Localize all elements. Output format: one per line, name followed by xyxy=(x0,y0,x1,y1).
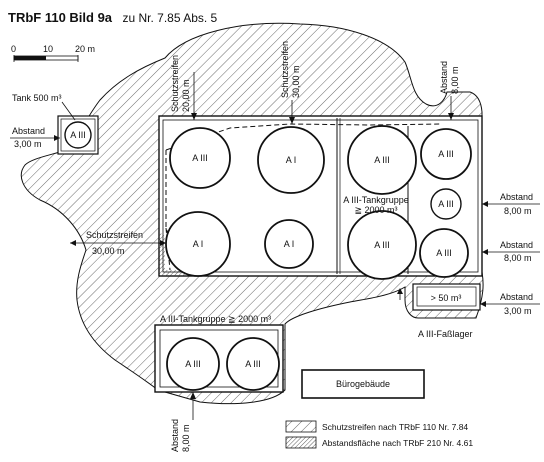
tank-a3-fr-top: A III xyxy=(420,128,472,180)
tank-a3-tl-circle xyxy=(169,127,231,189)
abstand-left-label: Abstand xyxy=(12,126,45,136)
tank-a3-fr-top-circle xyxy=(420,128,472,180)
abstand-left-value: 3,00 m xyxy=(14,139,42,149)
abstand-top-right-label: Abstand xyxy=(439,61,449,94)
tank-a3-r-top: A III xyxy=(347,125,417,195)
tank-a3-b2-label: A III xyxy=(245,359,261,369)
tank-a1-bl-circle xyxy=(165,211,231,277)
tank-a3-b1: A III xyxy=(166,337,220,391)
page-title: TRbF 110 Bild 9a zu Nr. 7.85 Abs. 5 xyxy=(8,9,218,26)
fasslager-label: A III-Faßlager xyxy=(418,329,473,339)
abstand-r1-value: 8,00 m xyxy=(504,206,532,216)
tank-a1-top-circle xyxy=(257,126,325,194)
tank-a1-bl-label: A I xyxy=(193,239,204,249)
abstand-r3-value: 3,00 m xyxy=(504,306,532,316)
tank-a3-fr-bot: A III xyxy=(419,228,469,278)
tank-a3-fr-bot-label: A III xyxy=(436,248,452,258)
tank-a1-small: A I xyxy=(264,219,314,269)
tank-a3-b1-label: A III xyxy=(185,359,201,369)
abstand-r2-label: Abstand xyxy=(500,240,533,250)
schutz-30-top-label: Schutzstreifen xyxy=(280,41,290,98)
tanks-layer: A III A III A I A I A I A III A III A III A III A… xyxy=(64,121,472,391)
schutz-20-value: 20,00 m xyxy=(181,79,191,112)
legend-swatch-wide xyxy=(285,420,317,433)
tank-a3-r-bot-circle xyxy=(347,210,417,280)
title-bold: TRbF 110 Bild 9a xyxy=(8,10,113,25)
title-rest: zu Nr. 7.85 Abs. 5 xyxy=(123,11,218,25)
abstand-bottom-value: 8,00 m xyxy=(181,424,191,452)
tank-a3-fr-mid: A III xyxy=(430,188,462,220)
abstand-r2-value: 8,00 m xyxy=(504,253,532,263)
tank-a3-r-bot-label: A III xyxy=(374,240,390,250)
tank-500-circle xyxy=(64,121,92,149)
tank-a3-b2: A III xyxy=(226,337,280,391)
tank-a3-b2-circle xyxy=(226,337,280,391)
schutz-30-left-label: Schutzstreifen xyxy=(86,230,143,240)
tank-a1-bl: A I xyxy=(165,211,231,277)
tank-a3-r-top-label: A III xyxy=(374,155,390,165)
dashed-boundary xyxy=(165,123,443,273)
tank-a1-small-circle xyxy=(264,219,314,269)
abstand-bottom-label: Abstand xyxy=(170,419,180,452)
scale-bar: 0 10 20 m xyxy=(11,44,95,62)
legend-swatch-dense xyxy=(285,436,317,449)
schutz-30-left-value: 30,00 m xyxy=(92,246,125,256)
tank-a3-fr-bot-circle xyxy=(419,228,469,278)
tank-a3-r-bot: A III xyxy=(347,210,417,280)
tank-a3-tl: A III xyxy=(169,127,231,189)
office-label: Bürogebäude xyxy=(336,379,390,389)
scale-label-0: 0 xyxy=(11,44,16,54)
scale-label-20: 20 m xyxy=(75,44,95,54)
tank-500: A III xyxy=(64,121,92,149)
abstand-r1-label: Abstand xyxy=(500,192,533,202)
schutz-20-label: Schutzstreifen xyxy=(170,55,180,112)
legend-text-dense: Abstandsfläche nach TRbF 210 Nr. 4.61 xyxy=(322,438,473,448)
abstand-r3-label: Abstand xyxy=(500,292,533,302)
tank-a3-fr-mid-label: A III xyxy=(438,199,454,209)
tank-a3-fr-top-label: A III xyxy=(438,149,454,159)
office-building xyxy=(301,369,425,399)
tank-a1-small-label: A I xyxy=(284,239,295,249)
bottom-group-label: A III-Tankgruppe ≧ 2000 m³ xyxy=(160,314,271,324)
tank-a1-top: A I xyxy=(257,126,325,194)
tank-500-label: A III xyxy=(70,130,86,140)
tank-a3-fr-mid-circle xyxy=(430,188,462,220)
tank-500-label: Tank 500 m³ xyxy=(12,93,62,103)
fasslager-box-label: > 50 m³ xyxy=(431,293,462,303)
abstand-top-right-value: 8,00 m xyxy=(450,66,460,94)
tank-a3-tl-label: A III xyxy=(192,153,208,163)
legend-text-wide: Schutzstreifen nach TRbF 110 Nr. 7.84 xyxy=(322,422,468,432)
tank-a1-top-label: A I xyxy=(286,155,297,165)
right-group-value: ≧ 2000 m³ xyxy=(354,205,397,215)
tank-a3-r-top-circle xyxy=(347,125,417,195)
tank-a3-b1-circle xyxy=(166,337,220,391)
schutz-30-top-value: 30,00 m xyxy=(291,65,301,98)
scale-label-10: 10 xyxy=(43,44,53,54)
right-group-label: A III-Tankgruppe xyxy=(343,195,409,205)
legend: Schutzstreifen nach TRbF 110 Nr. 7.84 Ab… xyxy=(285,420,473,449)
